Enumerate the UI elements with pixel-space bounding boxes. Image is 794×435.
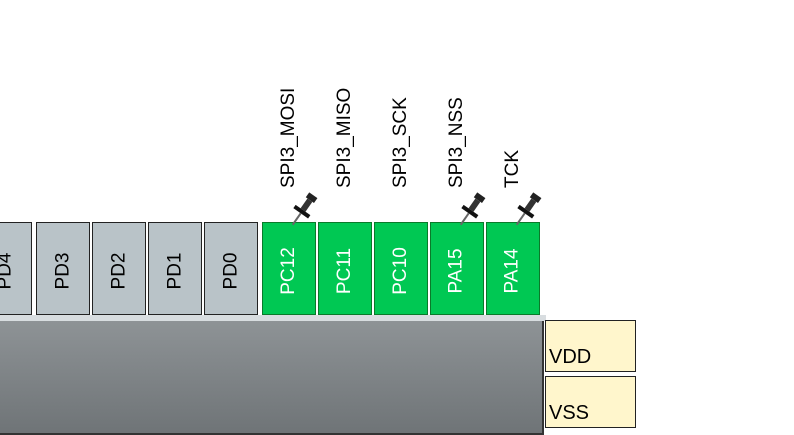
pin-pd3[interactable]: PD3 (36, 222, 90, 315)
pin-pc12[interactable]: PC12 (262, 222, 316, 315)
pushpin-icon[interactable] (509, 190, 545, 230)
signal-label-pa14: TCK (502, 150, 523, 188)
signal-label-pc10: SPI3_SCK (390, 97, 411, 188)
pin-pd4[interactable]: PD4 (0, 222, 32, 315)
pin-pc10[interactable]: PC10 (374, 222, 428, 315)
pin-label: PD3 (52, 252, 73, 290)
pin-label: VSS (549, 402, 590, 424)
pushpin-icon[interactable] (453, 190, 489, 230)
pin-label: PC12 (278, 247, 299, 295)
pin-label: PA15 (445, 248, 467, 294)
signal-label-pc11: SPI3_MISO (334, 87, 355, 188)
chip-body (0, 315, 544, 435)
pin-pc11[interactable]: PC11 (318, 222, 372, 315)
pin-label: PD1 (164, 252, 185, 290)
pin-label: PD2 (108, 252, 129, 290)
pin-vdd[interactable]: VDD (545, 320, 636, 372)
pin-label: PD4 (0, 252, 15, 290)
signal-label-pa15: SPI3_NSS (446, 97, 467, 188)
pushpin-icon[interactable] (285, 190, 321, 230)
pin-pd0[interactable]: PD0 (204, 222, 258, 315)
pin-label: PC10 (390, 247, 411, 295)
pin-pd1[interactable]: PD1 (148, 222, 202, 315)
pin-pd2[interactable]: PD2 (92, 222, 146, 315)
pin-label: PC11 (334, 247, 355, 295)
pin-pa14[interactable]: PA14 (486, 222, 540, 315)
pin-vss[interactable]: VSS (545, 376, 636, 428)
pin-label: VDD (549, 346, 592, 368)
pin-pa15[interactable]: PA15 (430, 222, 484, 315)
chip-edge (0, 315, 546, 321)
pin-label: PA14 (501, 248, 523, 294)
pin-label: PD0 (220, 252, 241, 290)
signal-label-pc12: SPI3_MOSI (278, 87, 299, 188)
